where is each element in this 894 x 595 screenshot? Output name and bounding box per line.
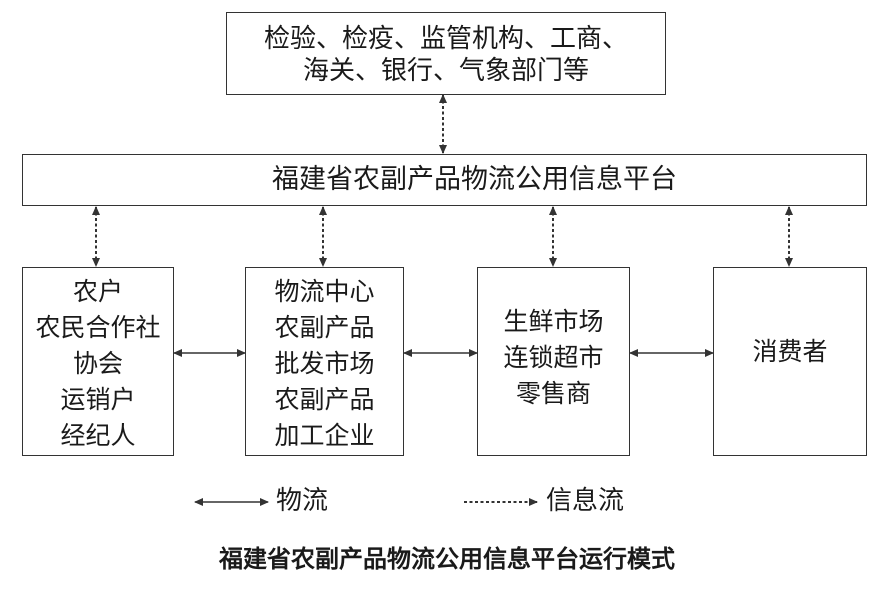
retail-text: 生鲜市场 连锁超市 零售商 xyxy=(478,304,629,412)
logistics-center-line-4: 农副产品 xyxy=(274,385,375,414)
logistics-center-text: 物流中心 农副产品 批发市场 农副产品 加工企业 xyxy=(246,274,403,454)
producers-line-4: 运销户 xyxy=(60,385,136,414)
legend-logistics-label: 物流 xyxy=(276,486,329,516)
logistics-center-line-5: 加工企业 xyxy=(274,421,375,450)
regulators-box: 检验、检疫、监管机构、工商、 海关、银行、气象部门等 xyxy=(226,12,666,95)
info-platform-box: 福建省农副产品物流公用信息平台 xyxy=(22,154,867,206)
regulators-text: 检验、检疫、监管机构、工商、 海关、银行、气象部门等 xyxy=(227,23,665,87)
legend-info-label: 信息流 xyxy=(546,486,625,516)
diagram-caption: 福建省农副产品物流公用信息平台运行模式 xyxy=(219,545,675,573)
logistics-center-line-2: 农副产品 xyxy=(274,313,375,342)
retail-line-1: 生鲜市场 xyxy=(503,307,604,336)
regulators-line-1: 检验、检疫、监管机构、工商、 xyxy=(263,24,628,54)
retail-box: 生鲜市场 连锁超市 零售商 xyxy=(477,267,630,456)
logistics-center-box: 物流中心 农副产品 批发市场 农副产品 加工企业 xyxy=(245,267,404,456)
consumer-line-1: 消费者 xyxy=(752,337,828,366)
consumer-text: 消费者 xyxy=(714,334,866,370)
producers-line-2: 农民合作社 xyxy=(35,313,161,342)
producers-line-5: 经纪人 xyxy=(60,421,136,450)
producers-text: 农户 农民合作社 协会 运销户 经纪人 xyxy=(23,274,173,454)
info-platform-label: 福建省农副产品物流公用信息平台 xyxy=(272,164,677,195)
consumer-box: 消费者 xyxy=(713,267,867,456)
retail-line-3: 零售商 xyxy=(515,379,591,408)
logistics-center-line-3: 批发市场 xyxy=(274,349,375,378)
logistics-center-line-1: 物流中心 xyxy=(274,277,375,306)
producers-line-1: 农户 xyxy=(72,277,123,306)
producers-box: 农户 农民合作社 协会 运销户 经纪人 xyxy=(22,267,174,456)
retail-line-2: 连锁超市 xyxy=(503,343,604,372)
producers-line-3: 协会 xyxy=(72,349,123,378)
regulators-line-2: 海关、银行、气象部门等 xyxy=(302,56,589,86)
